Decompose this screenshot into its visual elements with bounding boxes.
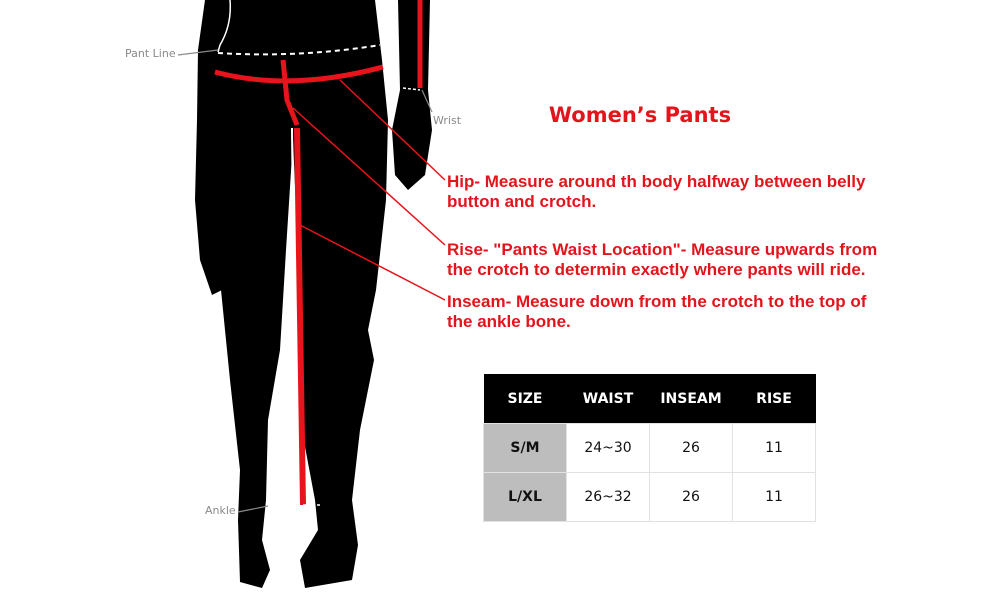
header-size: SIZE bbox=[483, 374, 567, 424]
size-cell: L/XL bbox=[483, 472, 567, 522]
rise-cell: 11 bbox=[732, 423, 816, 473]
table-row: S/M 24~30 26 11 bbox=[483, 423, 816, 473]
waist-cell: 26~32 bbox=[566, 472, 650, 522]
rise-note: Rise- "Pants Waist Location"- Measure up… bbox=[447, 240, 877, 280]
size-cell: S/M bbox=[483, 423, 567, 473]
header-inseam: INSEAM bbox=[649, 374, 733, 424]
chart-title: Women’s Pants bbox=[548, 103, 732, 127]
waist-cell: 24~30 bbox=[566, 423, 650, 473]
inseam-cell: 26 bbox=[649, 472, 733, 522]
header-waist: WAIST bbox=[566, 374, 650, 424]
rise-note-line2: the crotch to determin exactly where pan… bbox=[447, 260, 866, 279]
table-row: L/XL 26~32 26 11 bbox=[483, 472, 816, 522]
pant-line-label: Pant Line bbox=[125, 47, 176, 60]
inseam-cell: 26 bbox=[649, 423, 733, 473]
silhouette bbox=[195, 0, 432, 588]
table-header-row: SIZE WAIST INSEAM RISE bbox=[483, 374, 816, 424]
inseam-note-line1: Inseam- Measure down from the crotch to … bbox=[447, 292, 867, 311]
hip-note-line1: Hip- Measure around th body halfway betw… bbox=[447, 172, 866, 191]
hip-note-line2: button and crotch. bbox=[447, 192, 597, 211]
rise-note-line1: Rise- "Pants Waist Location"- Measure up… bbox=[447, 240, 878, 259]
inseam-note: Inseam- Measure down from the crotch to … bbox=[447, 292, 866, 332]
ankle-label: Ankle bbox=[205, 504, 236, 517]
rise-cell: 11 bbox=[732, 472, 816, 522]
size-table: SIZE WAIST INSEAM RISE S/M 24~30 26 11 L… bbox=[483, 374, 816, 522]
header-rise: RISE bbox=[732, 374, 816, 424]
measure-marks bbox=[177, 0, 446, 513]
inseam-note-line2: the ankle bone. bbox=[447, 312, 571, 331]
wrist-label: Wrist bbox=[433, 114, 462, 127]
hip-note: Hip- Measure around th body halfway betw… bbox=[447, 172, 865, 212]
